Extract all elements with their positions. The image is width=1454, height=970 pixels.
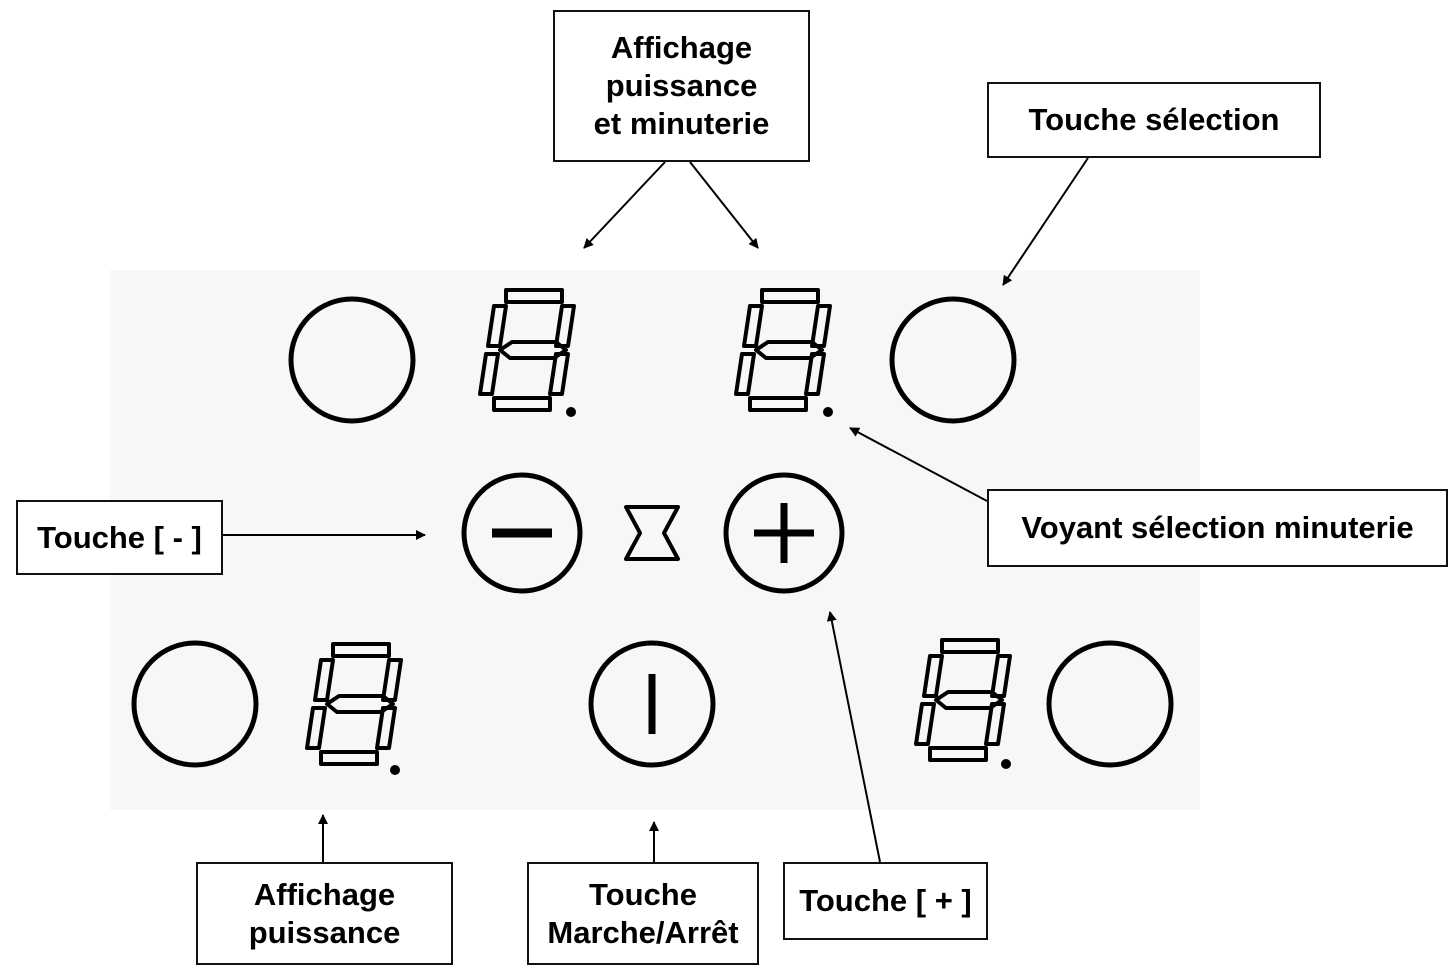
arrow-to-right-timer-display [689, 161, 759, 249]
label-touche-selection: Touche sélection [987, 82, 1321, 158]
arrow-to-selection-key [1002, 157, 1089, 286]
label-touche-plus: Touche [ + ] [783, 862, 988, 940]
circle-outline-icon [1046, 640, 1174, 768]
power-display-top-right [734, 288, 833, 417]
decimal-point-dot [566, 407, 576, 417]
label-touche-marche-arret: Touche Marche/Arrêt [527, 862, 759, 965]
arrow-to-plus-key [826, 611, 881, 863]
circle-outline-icon [131, 640, 259, 768]
zone-selector-top-right[interactable] [889, 296, 1017, 424]
arrow-to-timer-selection-light [849, 427, 988, 502]
seven-segment-digit-icon [478, 288, 576, 412]
minus-button[interactable] [461, 472, 583, 594]
decimal-point-dot [1001, 759, 1011, 769]
seven-segment-digit-icon [734, 288, 832, 412]
decimal-point-dot [390, 765, 400, 775]
zone-selector-top-left[interactable] [288, 296, 416, 424]
seven-segment-digit-icon [305, 642, 403, 766]
label-affichage-puissance: Affichage puissance [196, 862, 453, 965]
power-display-bottom-right [914, 638, 1012, 769]
plus-button[interactable] [723, 472, 845, 594]
zone-selector-bottom-right[interactable] [1046, 640, 1174, 768]
timer-selection-indicator-dot [823, 407, 833, 417]
label-voyant-selection-minuterie: Voyant sélection minuterie [987, 489, 1448, 567]
power-display-bottom-left [305, 642, 403, 775]
timer-indicator [624, 505, 680, 561]
arrow-to-left-timer-display [583, 161, 666, 249]
power-on-off-button[interactable] [588, 640, 716, 768]
plus-circle-icon [723, 472, 845, 594]
minus-circle-icon [461, 472, 583, 594]
power-icon [588, 640, 716, 768]
circle-outline-icon [288, 296, 416, 424]
power-display-top-left [478, 288, 576, 417]
label-affichage-puissance-minuterie: Affichage puissance et minuterie [553, 10, 810, 162]
circle-outline-icon [889, 296, 1017, 424]
seven-segment-digit-icon [914, 638, 1012, 762]
hourglass-icon [624, 505, 680, 561]
zone-selector-bottom-left[interactable] [131, 640, 259, 768]
label-touche-moins: Touche [ - ] [16, 500, 223, 575]
